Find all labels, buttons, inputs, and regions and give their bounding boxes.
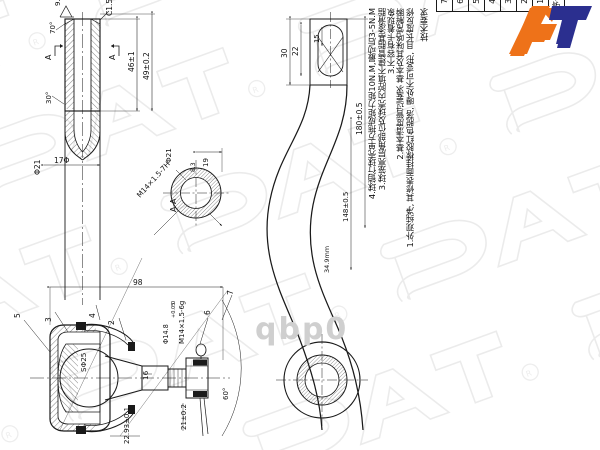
svg-text:8.3: 8.3 <box>190 162 197 172</box>
qbp0-watermark: qbp0 <box>255 312 349 347</box>
svg-text:46±1: 46±1 <box>127 51 136 72</box>
note-line-3: 3.不容有卡着现象 <box>386 8 396 75</box>
svg-text:A: A <box>108 54 117 60</box>
table-row[interactable]: 6 KH-LM-14191S 开槽螺母 1 20# M14×1.5×19×15 … <box>452 0 469 12</box>
cell-no: 4 <box>484 0 501 12</box>
svg-text:0: 0 <box>171 301 177 304</box>
svg-text:M14×1.5-6g: M14×1.5-6g <box>178 301 186 344</box>
svg-text:Φ14.8: Φ14.8 <box>162 324 170 344</box>
svg-text:70°: 70° <box>49 22 57 34</box>
table-row[interactable]: 7 CX-2.5-39 油嘴 1 A3 Φ2.5×39 直白铆 <box>436 0 453 12</box>
svg-text:19: 19 <box>202 158 210 167</box>
svg-text:60°: 60° <box>222 388 230 400</box>
notes-title: 技术要求 <box>419 8 429 42</box>
note-line-1: 1.外观纯净, 其修表面挂橡胶红色脱落, 曝处不可变形, 且长度反修 <box>405 8 415 248</box>
table-row[interactable]: 4 FCZ-021 防尘罩 1 氯丁胶 Φ34×30 配套8-9730配55-0… <box>484 0 501 12</box>
cell-no: 7 <box>436 0 453 12</box>
svg-text:Φ21: Φ21 <box>164 148 173 163</box>
svg-text:7: 7 <box>226 290 235 295</box>
cell-no: 5 <box>468 0 485 12</box>
svg-text:M14×1.5-7H: M14×1.5-7H <box>135 160 172 200</box>
svg-text:A: A <box>44 54 53 60</box>
note-line-4: 3.球笼亮层角部位及球壳内腔填不建管脂基漆滑脂 <box>377 8 387 191</box>
svg-text:2: 2 <box>107 320 116 325</box>
svg-text:15: 15 <box>313 34 321 43</box>
svg-text:9.1: 9.1 <box>54 0 62 6</box>
parts-table-container: 7 CX-2.5-39 油嘴 1 A3 Φ2.5×39 直白铆 6 KH-LM-… <box>436 0 596 352</box>
svg-text:6: 6 <box>203 310 212 315</box>
svg-text:180±0.5: 180±0.5 <box>355 102 364 135</box>
cell-no: 6 <box>452 0 469 12</box>
svg-text:148±0.5: 148±0.5 <box>342 192 350 222</box>
svg-text:Φ21: Φ21 <box>33 159 42 175</box>
svg-text:SΦ25: SΦ25 <box>79 353 88 372</box>
table-row[interactable]: 5 QG-30-3 油盖 1 冲轧板 Φ30×Φ22.5×6 桑打色 <box>468 0 485 12</box>
svg-text:4: 4 <box>88 313 97 318</box>
svg-text:3: 3 <box>44 317 53 322</box>
svg-text:49±0.2: 49±0.2 <box>142 52 151 80</box>
svg-text:30°: 30° <box>45 92 53 104</box>
svg-text:30: 30 <box>280 48 289 58</box>
svg-text:16: 16 <box>141 370 150 380</box>
svg-text:22.93±0.1: 22.93±0.1 <box>123 407 131 444</box>
svg-text:C1.5: C1.5 <box>105 0 114 16</box>
note-line-5: 4.球销行球壳单方拖成矩力矩10N.M,最动后3-5N.M <box>367 8 377 200</box>
svg-text:21±0.2: 21±0.2 <box>180 404 188 430</box>
svg-text:A-A: A-A <box>169 198 178 212</box>
technical-requirements-block: 技术要求 1.外观纯净, 其修表面挂橡胶红色脱落, 曝处不可变形, 且长度反修 … <box>367 8 432 248</box>
svg-text:98: 98 <box>133 278 143 287</box>
svg-text:5: 5 <box>13 313 22 318</box>
svg-text:17Φ: 17Φ <box>54 156 70 165</box>
svg-text:22: 22 <box>291 46 300 56</box>
note-line-2: 2.基本清度管过要求 基本及其咪咯常解瞬 <box>395 8 405 160</box>
svg-text:34.9mm: 34.9mm <box>323 246 331 273</box>
sat-at-logo <box>508 4 594 62</box>
svg-text:+0.05: +0.05 <box>171 303 177 318</box>
